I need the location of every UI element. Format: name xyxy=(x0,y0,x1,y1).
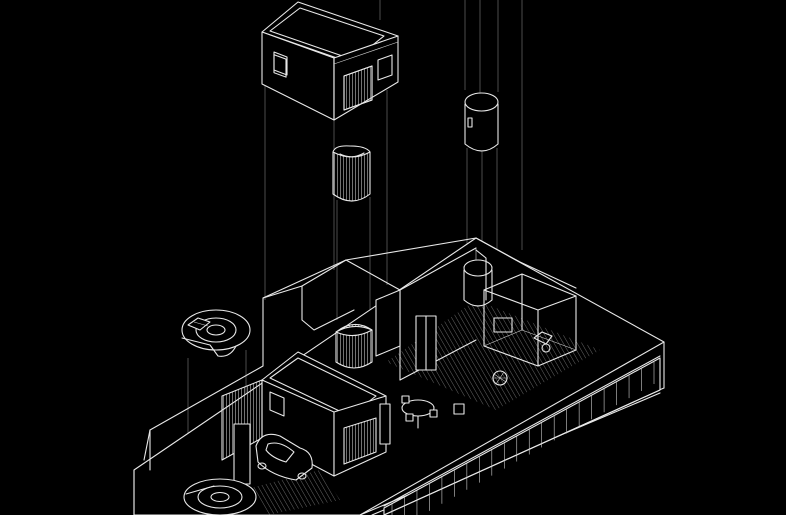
car xyxy=(255,433,313,481)
round-table xyxy=(379,395,465,445)
curved-pod-placed xyxy=(335,289,437,371)
cylinder-volume xyxy=(464,92,499,152)
cylinder-placed xyxy=(463,259,493,307)
mezzanine-box xyxy=(221,351,387,485)
plant-icon xyxy=(492,370,508,386)
upper-volume xyxy=(261,1,399,121)
lower-spiral-stair xyxy=(183,478,257,515)
facade-louvres xyxy=(383,355,661,515)
curved-pod xyxy=(332,145,371,202)
spiral-stair xyxy=(181,309,251,357)
glass-room xyxy=(475,249,577,367)
ground-level-plan xyxy=(133,237,665,515)
facade-louvre-lines xyxy=(391,362,655,515)
